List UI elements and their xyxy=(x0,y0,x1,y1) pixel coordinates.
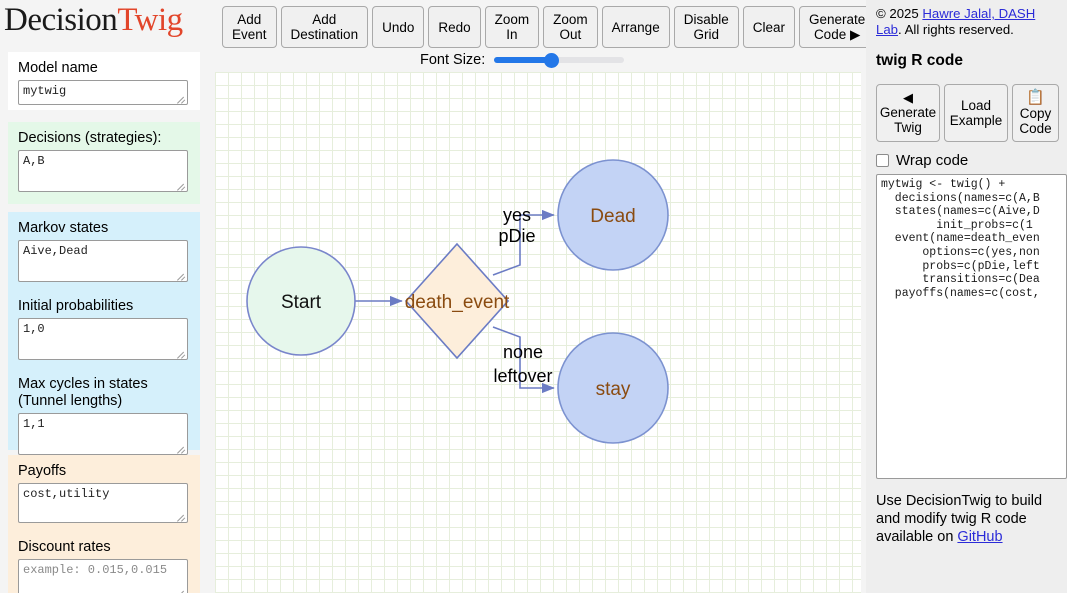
diagram-nodes: Start death_event Dead stay xyxy=(246,159,669,444)
slider-thumb[interactable] xyxy=(543,53,559,68)
generate-code-button[interactable]: Generate Code ▶ xyxy=(799,6,876,48)
font-size-slider[interactable] xyxy=(494,53,625,68)
generate-twig-button[interactable]: ◀ Generate Twig xyxy=(876,84,940,142)
payoffs-input-wrap: cost,utility xyxy=(18,483,188,523)
github-link[interactable]: GitHub xyxy=(957,529,1003,545)
node-label-dead: Dead xyxy=(590,206,635,227)
edge-event-to-dead[interactable] xyxy=(492,209,555,276)
node-label-death_event: death_event xyxy=(405,292,510,313)
discount-rates-input-wrap: example: 0.015,0.015 xyxy=(18,559,188,593)
edge-label-event-to-dead-1: pDie xyxy=(498,226,535,246)
max-cycles-input-wrap: 1,1 xyxy=(18,413,188,455)
initial-probabilities-input-wrap: 1,0 xyxy=(18,318,188,360)
right-panel: © 2025 Hawre Jalal, DASH Lab. All rights… xyxy=(866,0,1067,593)
discount-rates-input[interactable]: example: 0.015,0.015 xyxy=(18,559,188,593)
discount-rates-label: Discount rates xyxy=(18,539,111,555)
clear-button[interactable]: Clear xyxy=(742,6,795,48)
model-name-input[interactable]: mytwig xyxy=(18,80,188,105)
undo-button[interactable]: Undo xyxy=(372,6,425,48)
logo-text-decision: Decision xyxy=(4,2,118,38)
diagram-edges xyxy=(355,209,555,394)
initial-probabilities-label: Initial probabilities xyxy=(18,298,134,314)
dash-lab-link[interactable]: Hawre Jalal, DASH Lab xyxy=(876,6,1036,37)
generate-twig-label: Generate Twig xyxy=(879,105,937,135)
left-triangle-icon: ◀ xyxy=(903,90,913,105)
decisions-section: Decisions (strategies): A,B xyxy=(8,122,200,204)
twig-r-code-title: twig R code xyxy=(876,52,963,69)
markov-states-input[interactable]: Aive,Dead xyxy=(18,240,188,282)
markov-states-label: Markov states xyxy=(18,220,109,236)
wrap-code-row: Wrap code xyxy=(876,152,1059,169)
slider-fill xyxy=(494,57,551,63)
edge-event-to-stay[interactable] xyxy=(492,326,555,394)
copy-code-button[interactable]: 📋 Copy Code xyxy=(1012,84,1059,142)
copyright-suffix: . All rights reserved. xyxy=(898,22,1014,37)
node-label-start: Start xyxy=(281,292,322,313)
decisions-input[interactable]: A,B xyxy=(18,150,188,192)
code-actions-toolbar: ◀ Generate Twig Load Example 📋 Copy Code xyxy=(876,84,1059,142)
node-dead[interactable] xyxy=(557,159,669,271)
copyright-text: © 2025 Hawre Jalal, DASH Lab. All rights… xyxy=(876,6,1059,38)
generated-code-textarea[interactable]: mytwig <- twig() + decisions(names=c(A,B… xyxy=(876,174,1067,479)
footnote-text: Use DecisionTwig to build and modify twi… xyxy=(876,492,1059,546)
wrap-code-label: Wrap code xyxy=(896,152,969,169)
load-example-label: Load Example xyxy=(949,98,1003,128)
payoffs-label: Payoffs xyxy=(18,463,67,479)
decisions-input-wrap: A,B xyxy=(18,150,188,192)
node-death_event[interactable] xyxy=(404,242,510,360)
markov-states-input-wrap: Aive,Dead xyxy=(18,240,188,282)
arrange-button[interactable]: Arrange xyxy=(601,6,670,48)
decisions-label: Decisions (strategies): xyxy=(18,130,162,146)
load-example-button[interactable]: Load Example xyxy=(944,84,1008,142)
add-destination-button[interactable]: Add Destination xyxy=(280,6,369,48)
edge-label-event-to-dead-0: yes xyxy=(503,205,531,225)
edge-label-event-to-stay-0: none xyxy=(503,342,543,362)
disable-grid-button[interactable]: Disable Grid xyxy=(673,6,739,48)
edge-label-event-to-stay-1: leftover xyxy=(493,366,552,386)
markov-section: Markov states Aive,Dead Initial probabil… xyxy=(8,212,200,455)
node-start[interactable] xyxy=(246,246,356,356)
redo-button[interactable]: Redo xyxy=(428,6,481,48)
node-label-stay: stay xyxy=(596,379,631,400)
slider-track xyxy=(494,57,625,63)
max-cycles-input[interactable]: 1,1 xyxy=(18,413,188,455)
copyright-prefix: © 2025 xyxy=(876,6,923,21)
clipboard-icon: 📋 xyxy=(1026,89,1045,106)
payoffs-input[interactable]: cost,utility xyxy=(18,483,188,523)
font-size-label: Font Size: xyxy=(420,52,486,68)
initial-probabilities-input[interactable]: 1,0 xyxy=(18,318,188,360)
wrap-code-checkbox[interactable] xyxy=(876,154,889,167)
footnote-body: Use DecisionTwig to build and modify twi… xyxy=(876,493,1043,545)
add-event-button[interactable]: Add Event xyxy=(222,6,277,48)
max-cycles-label: Max cycles in states (Tunnel lengths) xyxy=(18,376,148,409)
zoom-out-button[interactable]: Zoom Out xyxy=(543,6,598,48)
payoffs-section: Payoffs cost,utility Discount rates exam… xyxy=(8,455,200,593)
app-logo: DecisionTwig xyxy=(4,2,183,39)
model-name-input-wrap: mytwig xyxy=(18,80,188,105)
logo-text-twig: Twig xyxy=(117,2,183,38)
zoom-in-button[interactable]: Zoom In xyxy=(484,6,540,48)
copy-code-label: Copy Code xyxy=(1019,106,1052,136)
model-name-section: Model name mytwig xyxy=(8,52,200,110)
main-toolbar: Add Event Add Destination Undo Redo Zoom… xyxy=(222,6,876,48)
node-stay[interactable] xyxy=(557,332,669,444)
font-size-control: Font Size: xyxy=(420,52,625,68)
model-name-label: Model name xyxy=(18,60,98,76)
left-sidebar: DecisionTwig Model name mytwig Decisions… xyxy=(0,0,205,593)
